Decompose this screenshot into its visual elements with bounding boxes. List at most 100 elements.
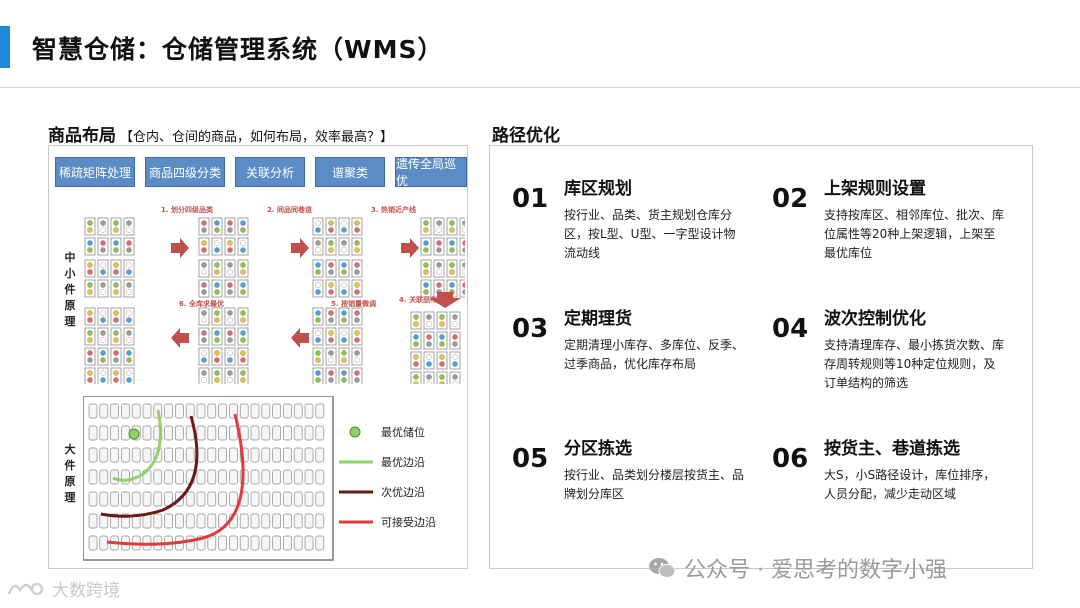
rack-cell (351, 347, 363, 366)
stock-dot (423, 262, 429, 268)
stock-dot (126, 337, 132, 343)
stock-dot (87, 262, 93, 268)
rack-cell (123, 279, 135, 298)
legend-label: 可接受边沿 (381, 516, 436, 529)
storage-slot (261, 469, 271, 485)
storage-slot (283, 491, 292, 507)
stock-dot (452, 354, 458, 360)
storage-slot (121, 425, 130, 441)
rack-cell (110, 259, 122, 278)
stock-dot (426, 321, 432, 327)
storage-slot (131, 447, 141, 463)
rack-cell (198, 217, 210, 236)
storage-slot (250, 403, 260, 419)
stock-dot (423, 289, 429, 295)
legend-best-slot-icon (349, 426, 361, 438)
stock-dot (240, 370, 246, 376)
rack-cell (211, 367, 223, 384)
stock-dot (113, 377, 119, 383)
rack-cell (325, 237, 337, 256)
rack-cell (338, 217, 350, 236)
stock-dot (87, 289, 93, 295)
stock-dot (240, 282, 246, 288)
storage-slot (218, 447, 227, 463)
item-desc: 按行业、品类划分楼层按货主、品牌划分库区 (564, 468, 745, 501)
stock-dot (214, 262, 220, 268)
rack-cell (84, 367, 96, 384)
stock-dot (87, 247, 93, 253)
stock-dot (227, 247, 233, 253)
storage-slot (88, 447, 98, 463)
stock-dot (227, 282, 233, 288)
stock-dot (354, 317, 360, 323)
item-number: 03 (512, 314, 549, 344)
stock-dot (315, 289, 321, 295)
storage-slot (239, 403, 249, 419)
stock-dot (100, 262, 106, 268)
stock-dot (87, 317, 93, 323)
rack-cell (446, 237, 458, 256)
stock-dot (227, 370, 233, 376)
stock-dot (341, 282, 347, 288)
rack-cell (312, 237, 324, 256)
rack-cell (433, 217, 445, 236)
storage-slot (315, 425, 325, 441)
second-path-line (100, 415, 199, 518)
stock-dot (113, 337, 119, 343)
stock-dot (100, 377, 106, 383)
item-desc: 大S，小S路径设计，库位排序，人员分配，减少走动区域 (824, 468, 996, 501)
stock-dot (315, 370, 321, 376)
stock-dot (354, 370, 360, 376)
storage-slot (142, 447, 152, 463)
stock-dot (126, 227, 132, 233)
storage-slot (99, 491, 109, 507)
stock-dot (341, 310, 347, 316)
item-desc: 支持清理库存、最小拣货次数、库存周转规则等10种定位规则，及订单结构的筛选 (824, 338, 1005, 390)
rack-cell (351, 259, 363, 278)
stock-dot (413, 341, 419, 347)
rack-cell (338, 327, 350, 346)
flow-arrow-left (171, 328, 189, 348)
rack-cell (312, 259, 324, 278)
stock-dot (315, 262, 321, 268)
rack-cell (420, 217, 432, 236)
stock-dot (436, 262, 442, 268)
stock-dot (240, 240, 246, 246)
storage-slot (293, 469, 303, 485)
flow-arrow-right (171, 238, 189, 258)
storage-slot (207, 425, 217, 441)
stock-dot (341, 317, 347, 323)
storage-slot (229, 491, 238, 507)
stock-dot (214, 330, 220, 336)
rack-cell (420, 279, 432, 298)
rack-cell (224, 307, 236, 326)
rack-cell (97, 237, 109, 256)
stock-dot (201, 357, 207, 363)
rack-cell (351, 367, 363, 384)
storage-slot (315, 403, 325, 419)
stock-dot (201, 310, 207, 316)
stock-dot (87, 310, 93, 316)
stock-dot (227, 262, 233, 268)
storage-slot (272, 447, 281, 463)
storage-slot (110, 403, 119, 419)
stock-dot (100, 282, 106, 288)
stock-dot (113, 262, 119, 268)
stock-dot (87, 282, 93, 288)
stock-dot (354, 220, 360, 226)
stock-dot (354, 350, 360, 356)
stock-dot (439, 374, 445, 380)
storage-slot (293, 425, 303, 441)
rack-cell (123, 327, 135, 346)
stock-dot (426, 354, 432, 360)
storage-slot (131, 403, 141, 419)
stock-dot (126, 377, 132, 383)
rack-cell (97, 367, 109, 384)
stock-dot (315, 227, 321, 233)
stock-dot (354, 262, 360, 268)
rack-cell (211, 307, 223, 326)
rack-cell (420, 259, 432, 278)
rack-cell (224, 237, 236, 256)
storage-slot (175, 513, 184, 529)
rack-cell (97, 259, 109, 278)
